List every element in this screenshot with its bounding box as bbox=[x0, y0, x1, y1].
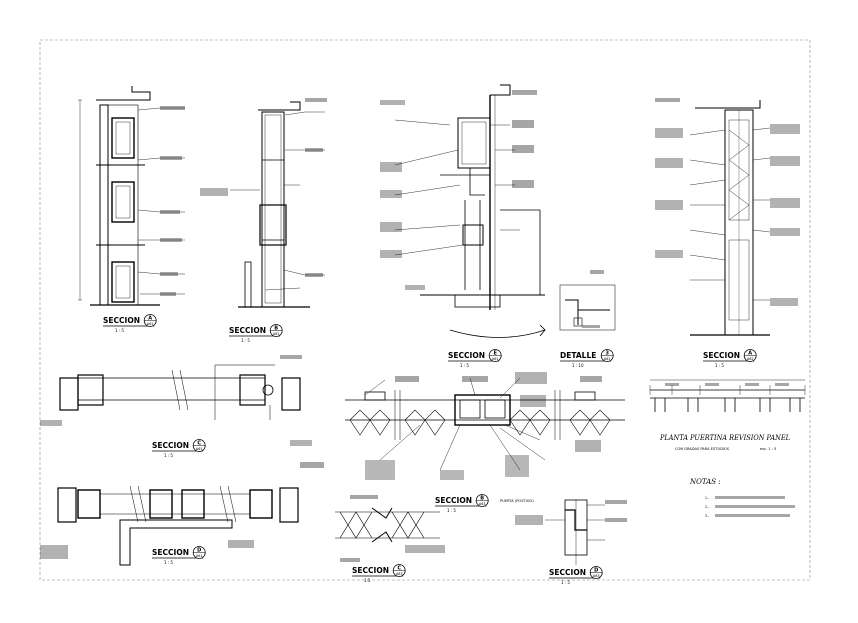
detail-sheet-1: A61 bbox=[273, 332, 280, 336]
detail-letter-9: D bbox=[594, 568, 598, 574]
detail-sheet-0: A61 bbox=[147, 322, 154, 326]
detail-sheet-5: A61 bbox=[196, 447, 203, 451]
detail-title-3: DETALLE bbox=[560, 351, 596, 360]
detail-sheet-4: A62 bbox=[747, 357, 754, 361]
detail-scale-6: 1 : 5 bbox=[164, 560, 173, 565]
note-number-3: 3.- bbox=[705, 514, 709, 518]
detail-sheet-7: A63 bbox=[479, 502, 486, 506]
detail-sheet-8: A63 bbox=[396, 572, 403, 576]
detail-title-1: SECCION bbox=[229, 326, 266, 335]
detail-scale-4: 1 : 5 bbox=[715, 363, 724, 368]
detail-title-8: SECCION bbox=[352, 566, 389, 575]
detail-seccion-c-61 bbox=[40, 355, 312, 446]
detail-title-2: SECCION bbox=[448, 351, 485, 360]
detail-detalle-3-61 bbox=[559, 270, 616, 331]
detail-seccion-b-63 bbox=[345, 372, 625, 480]
detail-letter-6: D bbox=[197, 548, 201, 554]
notes-title: NOTAS : bbox=[689, 478, 721, 486]
detail-scale-1: 1 : 5 bbox=[241, 338, 250, 343]
detail-scale-5: 1 : 5 bbox=[164, 453, 173, 458]
detail-scale-2: 1 : 5 bbox=[460, 363, 469, 368]
detail-seccion-d-61 bbox=[40, 462, 324, 566]
detail-letter-4: A bbox=[748, 351, 752, 357]
detail-sheet-3: A61 bbox=[604, 357, 611, 361]
plan-planta-revision-panel bbox=[649, 379, 806, 412]
detail-title-0: SECCION bbox=[103, 316, 140, 325]
detail-seccion-d-63 bbox=[515, 499, 627, 565]
plan-title: PLANTA PUERTINA REVISION PANEL bbox=[659, 434, 790, 442]
detail-letter-0: A bbox=[148, 316, 152, 322]
detail-letter-8: C bbox=[397, 566, 401, 572]
detail-seccion-c-63 bbox=[335, 495, 445, 562]
plan-scale: esc. 1 : 5 bbox=[760, 447, 776, 451]
detail-letter-5: C bbox=[197, 441, 201, 447]
detail-letter-7: B bbox=[480, 496, 484, 502]
detail-scale-0: 1 : 5 bbox=[115, 328, 124, 333]
detail-seccion-a-62 bbox=[655, 98, 800, 336]
detail-sheet-6: A61 bbox=[196, 554, 203, 558]
plan-subtitle: CON GRADAS PARA ESTUDIOS bbox=[675, 447, 730, 451]
detail-title-6: SECCION bbox=[152, 548, 189, 557]
note-number-2: 2.- bbox=[705, 505, 709, 509]
detail-seccion-e-61 bbox=[380, 84, 546, 338]
detail-sheet-9: A63 bbox=[593, 574, 600, 578]
detail-scale-3: 1 : 10 bbox=[572, 363, 584, 368]
notes-block: NOTAS : 1.- 2.- 3.- bbox=[689, 478, 795, 518]
sheet-border bbox=[39, 39, 811, 581]
detail-seccion-b-61 bbox=[200, 98, 327, 308]
detail-letter-1: B bbox=[274, 326, 278, 332]
detail-scale-9: 1 : 5 bbox=[561, 580, 570, 585]
detail-title-7: SECCION bbox=[435, 496, 472, 505]
note-number-1: 1.- bbox=[705, 496, 709, 500]
detail-letter-3: 3 bbox=[605, 351, 609, 357]
detail-sheet-2: A61 bbox=[492, 357, 499, 361]
detail-title-5: SECCION bbox=[152, 441, 189, 450]
detail-scale-8: 1:5 bbox=[364, 578, 371, 583]
section-b-suffix: PUERTA (POSTIGO) bbox=[500, 499, 534, 503]
detail-title-4: SECCION bbox=[703, 351, 740, 360]
detail-title-9: SECCION bbox=[549, 568, 586, 577]
detail-letter-2: E bbox=[493, 351, 497, 357]
detail-scale-7: 1 : 5 bbox=[447, 508, 456, 513]
detail-seccion-a-61 bbox=[78, 86, 185, 306]
